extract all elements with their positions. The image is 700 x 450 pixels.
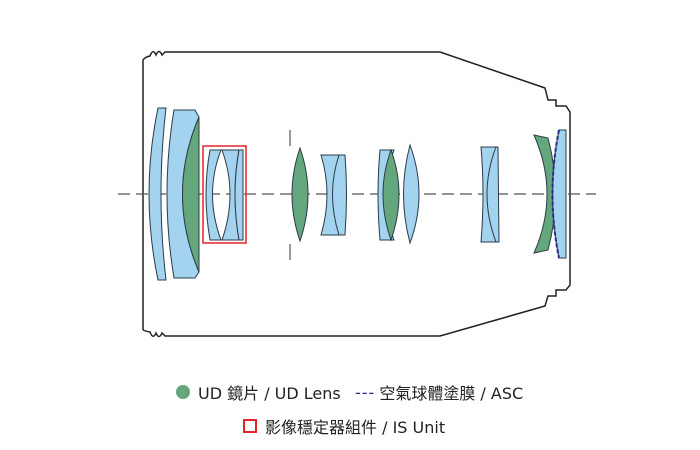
ud-dot-icon: [176, 385, 190, 399]
lens-barrel-outline: [142, 50, 571, 338]
lens-ud-3: [382, 148, 400, 242]
is-box-icon: [243, 419, 257, 433]
asc-coating: [551, 129, 560, 259]
lens-asc: [552, 129, 567, 259]
lens-group-b-2: [403, 143, 420, 245]
lens-ud-2: [291, 146, 309, 243]
legend-asc-label: 空氣球體塗膜 / ASC: [379, 384, 524, 403]
lens-elements: [148, 107, 567, 281]
asc-dash-icon: ---: [355, 382, 376, 402]
lens-group-c: [480, 146, 500, 243]
legend-ud-label: UD 鏡片 / UD Lens: [198, 384, 341, 403]
legend-asc: --- 空氣球體塗膜 / ASC: [355, 380, 523, 404]
is-lens-1: [205, 149, 222, 241]
lens-1: [148, 107, 167, 281]
is-unit-box: [202, 145, 247, 244]
legend-ud: UD 鏡片 / UD Lens: [176, 380, 341, 404]
legend-is: 影像穩定器組件 / IS Unit: [243, 414, 445, 438]
is-lens-3: [234, 149, 244, 241]
legend-is-label: 影像穩定器組件 / IS Unit: [265, 418, 446, 437]
lens-group-a: [320, 154, 347, 236]
lens-3-ud: [182, 116, 200, 273]
